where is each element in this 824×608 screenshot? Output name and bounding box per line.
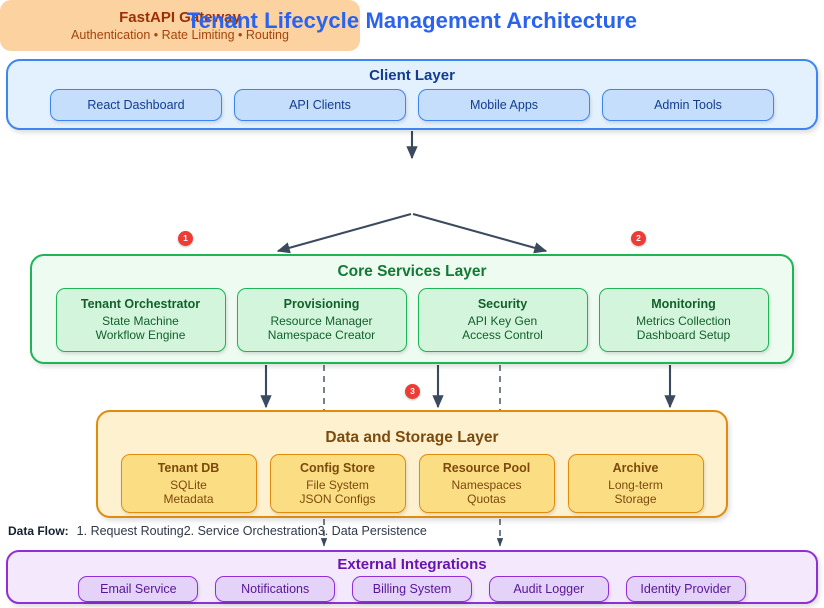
node-label: Billing System	[372, 581, 452, 596]
core-layer-nodes: Tenant Orchestrator State Machine Workfl…	[32, 288, 792, 352]
node-subline: State Machine	[102, 314, 179, 329]
node-email-service[interactable]: Email Service	[78, 576, 199, 602]
node-config-store[interactable]: Config Store File System JSON Configs	[269, 454, 406, 513]
gateway-title: FastAPI Gateway	[119, 8, 241, 26]
node-sublines: Namespaces Quotas	[451, 478, 521, 506]
node-subline: API Key Gen	[467, 314, 538, 329]
node-sublines: SQLite Metadata	[163, 478, 213, 506]
data-layer-title: Data and Storage Layer	[325, 429, 499, 446]
core-services-layer: Core Services Layer Tenant Orchestrator …	[30, 254, 794, 364]
node-subline: Workflow Engine	[95, 328, 186, 343]
node-react-dashboard[interactable]: React Dashboard	[50, 89, 222, 121]
external-integrations-layer: External Integrations Email Service Noti…	[6, 550, 818, 604]
node-notifications[interactable]: Notifications	[215, 576, 336, 602]
node-subline: Dashboard Setup	[636, 328, 731, 343]
node-label: Provisioning	[283, 297, 360, 312]
node-subline: Access Control	[462, 328, 543, 343]
node-subline: Resource Manager	[270, 314, 373, 329]
node-identity-provider[interactable]: Identity Provider	[625, 576, 746, 602]
node-sublines: State Machine Workflow Engine	[96, 314, 186, 342]
node-subline: Storage	[614, 491, 657, 506]
node-sublines: File System JSON Configs	[299, 478, 375, 506]
data-flow-label: Data Flow:	[8, 524, 69, 538]
node-label: Archive	[612, 460, 659, 475]
flow-badge-2: 2	[631, 231, 646, 246]
flow-badge-3: 3	[405, 384, 420, 399]
node-label: API Clients	[289, 97, 351, 112]
node-sublines: Resource Manager Namespace Creator	[268, 314, 375, 342]
node-subline: Namespace Creator	[267, 328, 376, 343]
node-admin-tools[interactable]: Admin Tools	[602, 89, 774, 121]
client-layer-nodes: React Dashboard API Clients Mobile Apps …	[8, 89, 816, 121]
node-tenant-orchestrator[interactable]: Tenant Orchestrator State Machine Workfl…	[55, 288, 226, 352]
flow-badge-1: 1	[178, 231, 193, 246]
node-label: Security	[477, 297, 528, 312]
node-resource-pool[interactable]: Resource Pool Namespaces Quotas	[418, 454, 555, 513]
gateway-subtitle: Authentication • Rate Limiting • Routing	[71, 28, 289, 43]
data-flow-step-3: 3. Data Persistence	[317, 524, 427, 538]
node-subline: Quotas	[467, 491, 506, 506]
node-billing-system[interactable]: Billing System	[351, 576, 472, 602]
node-label: Tenant Orchestrator	[80, 297, 201, 312]
node-subline: File System	[306, 477, 369, 492]
data-flow-legend: Data Flow: 1. Request Routing 2. Service…	[8, 524, 427, 538]
data-storage-layer: Data and Storage Layer Tenant DB SQLite …	[96, 410, 728, 518]
node-sublines: API Key Gen Access Control	[462, 314, 543, 342]
node-monitoring[interactable]: Monitoring Metrics Collection Dashboard …	[598, 288, 769, 352]
node-label: React Dashboard	[87, 97, 185, 112]
arrow-gateway-to-core-right	[412, 212, 548, 254]
core-layer-title: Core Services Layer	[337, 263, 487, 280]
page-title: Tenant Lifecycle Management Architecture	[186, 8, 638, 33]
node-sublines: Long-term Storage	[608, 478, 663, 506]
node-label: Audit Logger	[513, 581, 585, 596]
node-label: Notifications	[241, 581, 310, 596]
external-layer-title: External Integrations	[337, 556, 487, 573]
data-layer-nodes: Tenant DB SQLite Metadata Config Store F…	[98, 454, 726, 513]
node-label: Mobile Apps	[469, 97, 539, 112]
node-archive[interactable]: Archive Long-term Storage	[567, 454, 704, 513]
node-label: Config Store	[300, 460, 375, 475]
node-sublines: Metrics Collection Dashboard Setup	[636, 314, 731, 342]
node-api-clients[interactable]: API Clients	[234, 89, 406, 121]
client-layer: Client Layer React Dashboard API Clients…	[6, 59, 818, 130]
data-flow-step-2: 2. Service Orchestration	[183, 524, 318, 538]
node-audit-logger[interactable]: Audit Logger	[488, 576, 609, 602]
node-provisioning[interactable]: Provisioning Resource Manager Namespace …	[236, 288, 407, 352]
data-flow-step-1: 1. Request Routing	[76, 524, 184, 538]
node-subline: SQLite	[170, 477, 207, 492]
node-label: Admin Tools	[654, 97, 722, 112]
node-tenant-db[interactable]: Tenant DB SQLite Metadata	[120, 454, 257, 513]
node-label: Email Service	[100, 581, 177, 596]
node-label: Resource Pool	[442, 460, 531, 475]
node-label: Tenant DB	[157, 460, 220, 475]
node-security[interactable]: Security API Key Gen Access Control	[417, 288, 588, 352]
node-subline: Long-term	[608, 477, 663, 492]
client-layer-title: Client Layer	[369, 67, 455, 84]
node-subline: Metrics Collection	[636, 314, 731, 329]
node-subline: JSON Configs	[299, 491, 376, 506]
arrow-gateway-to-core-left	[276, 212, 412, 254]
external-layer-nodes: Email Service Notifications Billing Syst…	[8, 576, 816, 602]
node-subline: Metadata	[163, 491, 214, 506]
node-subline: Namespaces	[451, 477, 522, 492]
node-label: Monitoring	[651, 297, 716, 312]
node-label: Identity Provider	[640, 581, 731, 596]
node-mobile-apps[interactable]: Mobile Apps	[418, 89, 590, 121]
fastapi-gateway-node[interactable]: FastAPI Gateway Authentication • Rate Li…	[0, 0, 360, 51]
